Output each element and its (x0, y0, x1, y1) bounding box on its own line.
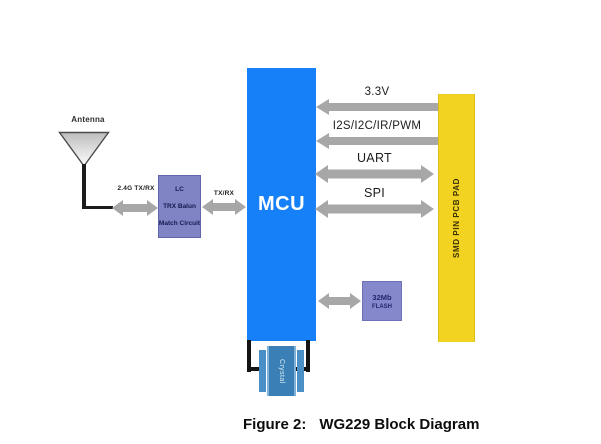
flash-size-label: 32Mb (372, 292, 392, 302)
antenna-icon (58, 131, 110, 168)
balun-mcu-link-label: TX/RX (213, 190, 235, 197)
spi-label: SPI (363, 186, 386, 200)
balun-line3: Match Circuit (158, 220, 201, 227)
antenna-feed-line-horizontal (82, 205, 113, 209)
figure-caption: Figure 2: WG229 Block Diagram (243, 416, 479, 433)
arrow-antenna-balun (112, 200, 158, 216)
antenna-balun-link-label: 2.4G TX/RX (117, 185, 155, 192)
antenna-feed-line-vertical (82, 164, 86, 209)
uart-label: UART (356, 151, 392, 165)
balun-block: LC TRX Balun Match Circuit (158, 175, 201, 238)
pcb-pad-label: SMD PIN PCB PAD (452, 178, 461, 258)
arrow-uart (315, 165, 434, 183)
arrow-spi (315, 200, 434, 218)
mcu-block: MCU (247, 68, 316, 341)
crystal-block: Crystal (267, 346, 296, 396)
arrow-peripherals (316, 133, 438, 149)
crystal-label: Crystal (278, 358, 285, 384)
arrow-mcu-flash (318, 293, 361, 309)
flash-block: 32Mb FLASH (362, 281, 402, 321)
power-label: 3.3V (364, 86, 390, 98)
mcu-label: MCU (257, 193, 306, 215)
crystal-bracket-right-vertical (306, 340, 310, 372)
pcb-pad-block: SMD PIN PCB PAD (438, 94, 475, 342)
crystal-electrode-right (297, 350, 304, 392)
peripherals-label: I2S/I2C/IR/PWM (332, 120, 422, 132)
arrow-balun-mcu (202, 199, 246, 215)
balun-line2: TRX Balun (163, 203, 196, 210)
figure-caption-number: Figure 2: (243, 416, 307, 433)
crystal-bracket-left-vertical (247, 340, 251, 372)
arrow-power (316, 99, 438, 115)
flash-type-label: FLASH (372, 303, 392, 310)
figure-caption-title: WG229 Block Diagram (319, 416, 480, 433)
crystal-electrode-left (259, 350, 266, 392)
antenna-label: Antenna (71, 115, 105, 124)
balun-line1: LC (175, 186, 184, 193)
crystal-bracket-left-horizontal (247, 367, 263, 371)
